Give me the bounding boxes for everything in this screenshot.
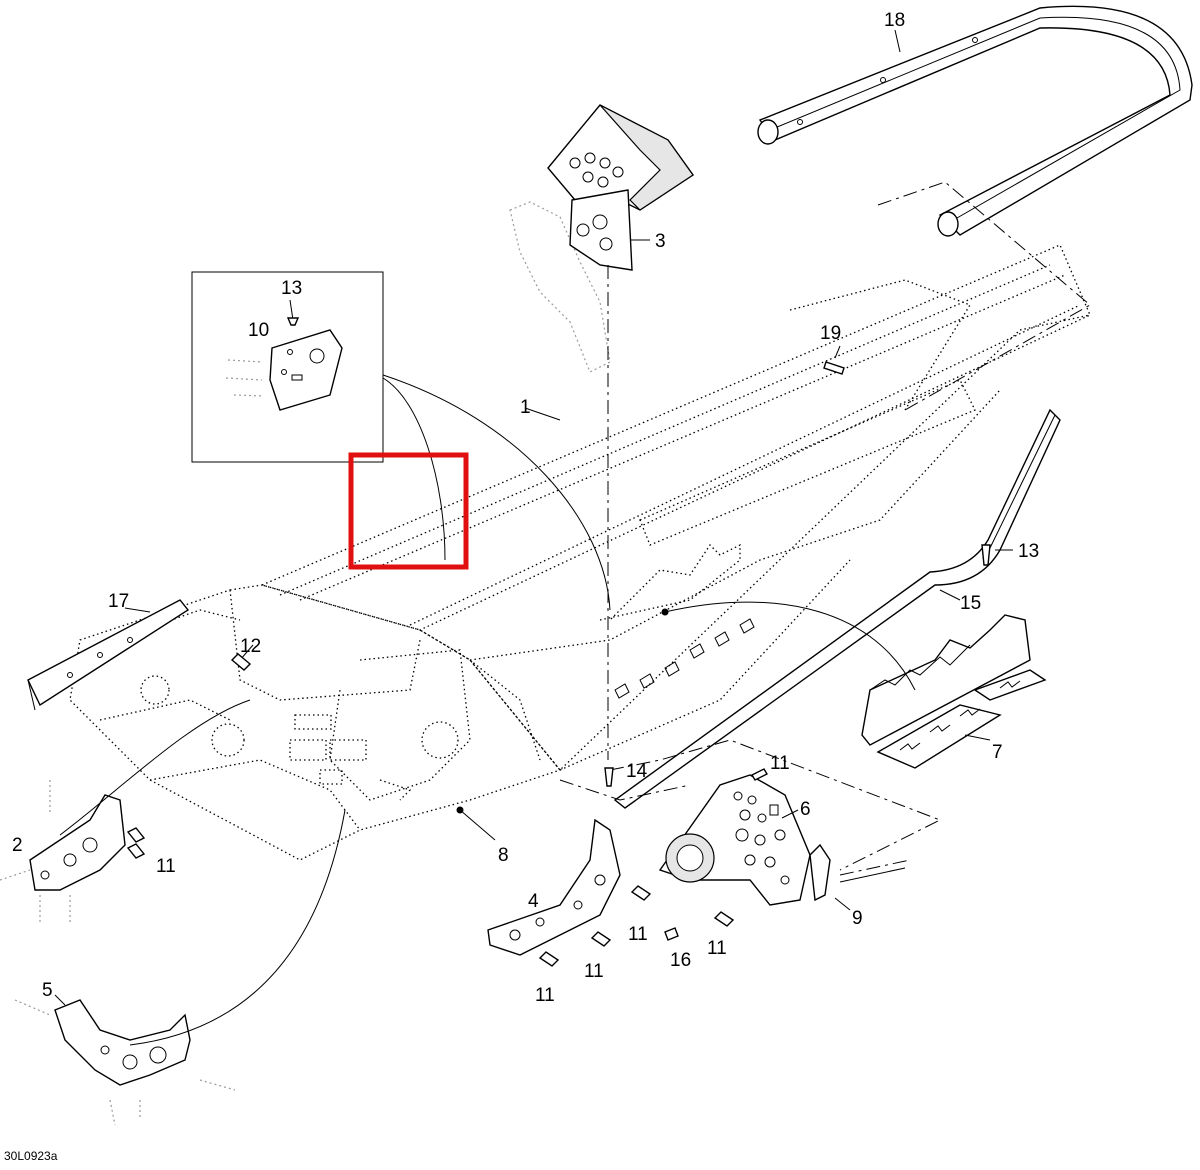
tunnel-frame [69, 244, 1091, 861]
drawing-code: 30L0923a [4, 1149, 58, 1163]
front-bracket-lower [14, 999, 236, 1126]
front-plate-part [27, 599, 190, 711]
callout-labels: 1 2 3 4 5 6 7 8 9 10 11 11 11 11 11 11 1… [4, 10, 1039, 1163]
rear-bumper-part [757, 5, 1193, 237]
callout-14: 14 [626, 761, 648, 782]
callout-11-a: 11 [770, 753, 790, 774]
callout-5: 5 [42, 980, 53, 1001]
highlight-box [348, 452, 469, 570]
callout-11-d: 11 [707, 938, 727, 959]
callout-17: 17 [108, 591, 129, 612]
callout-13-b: 13 [1018, 541, 1039, 562]
callout-11-f: 11 [535, 985, 555, 1006]
fasteners [126, 361, 991, 967]
callout-11-e: 11 [584, 961, 604, 982]
inset-detail-box [191, 271, 384, 463]
callout-2: 2 [12, 835, 23, 856]
callout-1: 1 [520, 397, 531, 418]
steering-support-part [509, 104, 694, 760]
callout-8: 8 [498, 845, 509, 866]
lower-bracket-part [487, 818, 621, 956]
callout-7: 7 [992, 742, 1003, 763]
callout-3: 3 [655, 231, 666, 252]
suspension-plate [658, 774, 911, 906]
running-board-rail [613, 408, 1061, 809]
callout-10: 10 [248, 320, 269, 341]
callout-18: 18 [884, 10, 905, 31]
callout-6: 6 [800, 799, 811, 820]
callout-13-a: 13 [281, 278, 302, 299]
callout-15: 15 [960, 593, 981, 614]
footrest-panel [861, 614, 1047, 769]
callout-9: 9 [852, 908, 863, 929]
callout-11-c: 11 [628, 924, 648, 945]
front-bracket-left [0, 780, 126, 925]
callout-19: 19 [820, 323, 841, 344]
callout-16: 16 [670, 950, 691, 971]
callout-11-b: 11 [156, 856, 176, 877]
callout-12: 12 [240, 636, 261, 657]
callout-4: 4 [528, 891, 539, 912]
